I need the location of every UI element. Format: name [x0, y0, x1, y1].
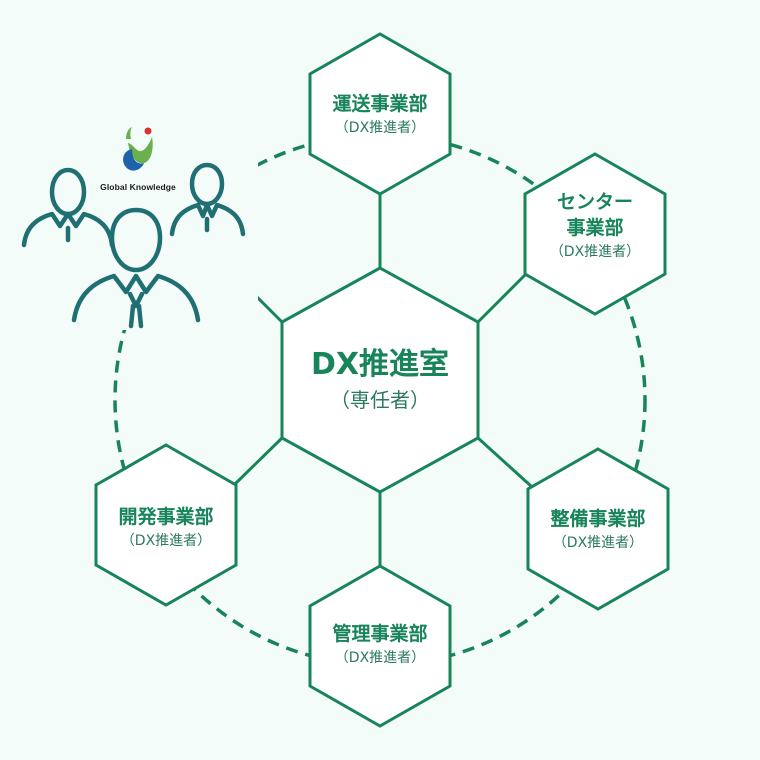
node-center-title-line1: センター	[556, 191, 633, 213]
hexagon-development	[94, 443, 238, 607]
node-management: 管理事業部 （DX推進者）	[332, 621, 427, 669]
center-subtitle: （専任者）	[329, 388, 430, 412]
node-transport-subtitle: （DX推進者）	[334, 120, 426, 136]
node-maintenance-subtitle: （DX推進者）	[552, 535, 644, 551]
center-node: DX推進室 （専任者）	[311, 345, 449, 415]
node-management-title: 管理事業部	[332, 623, 428, 645]
people-group-icon	[21, 162, 246, 329]
global-knowledge-logo: Global Knowledge	[88, 125, 188, 192]
person-right-icon	[169, 162, 246, 237]
center-hexagon	[280, 266, 480, 494]
node-development: 開発事業部 （DX推進者）	[118, 504, 213, 552]
node-transport-title: 運送事業部	[332, 93, 428, 115]
global-knowledge-logo-icon	[123, 127, 153, 171]
node-development-subtitle: （DX推進者）	[120, 533, 212, 549]
node-maintenance-title: 整備事業部	[550, 508, 646, 530]
node-maintenance: 整備事業部 （DX推進者）	[550, 506, 645, 554]
node-center: センター 事業部 （DX推進者）	[550, 189, 640, 263]
node-development-title: 開発事業部	[118, 506, 214, 528]
connector-center	[476, 268, 532, 324]
hexagon-management	[308, 564, 452, 728]
person-front-icon	[71, 207, 201, 329]
hexagon-center	[523, 152, 667, 316]
hexagon-maintenance	[526, 447, 670, 611]
hexagon-transport	[308, 32, 452, 196]
connector-development	[232, 436, 284, 487]
person-left-icon	[21, 167, 115, 248]
center-title: DX推進室	[310, 347, 450, 382]
logo-text: Global Knowledge	[100, 182, 176, 192]
node-management-subtitle: （DX推進者）	[334, 650, 426, 666]
node-transport: 運送事業部 （DX推進者）	[332, 91, 427, 139]
node-center-subtitle: （DX推進者）	[549, 244, 641, 260]
node-center-title-line2: 事業部	[566, 217, 624, 239]
